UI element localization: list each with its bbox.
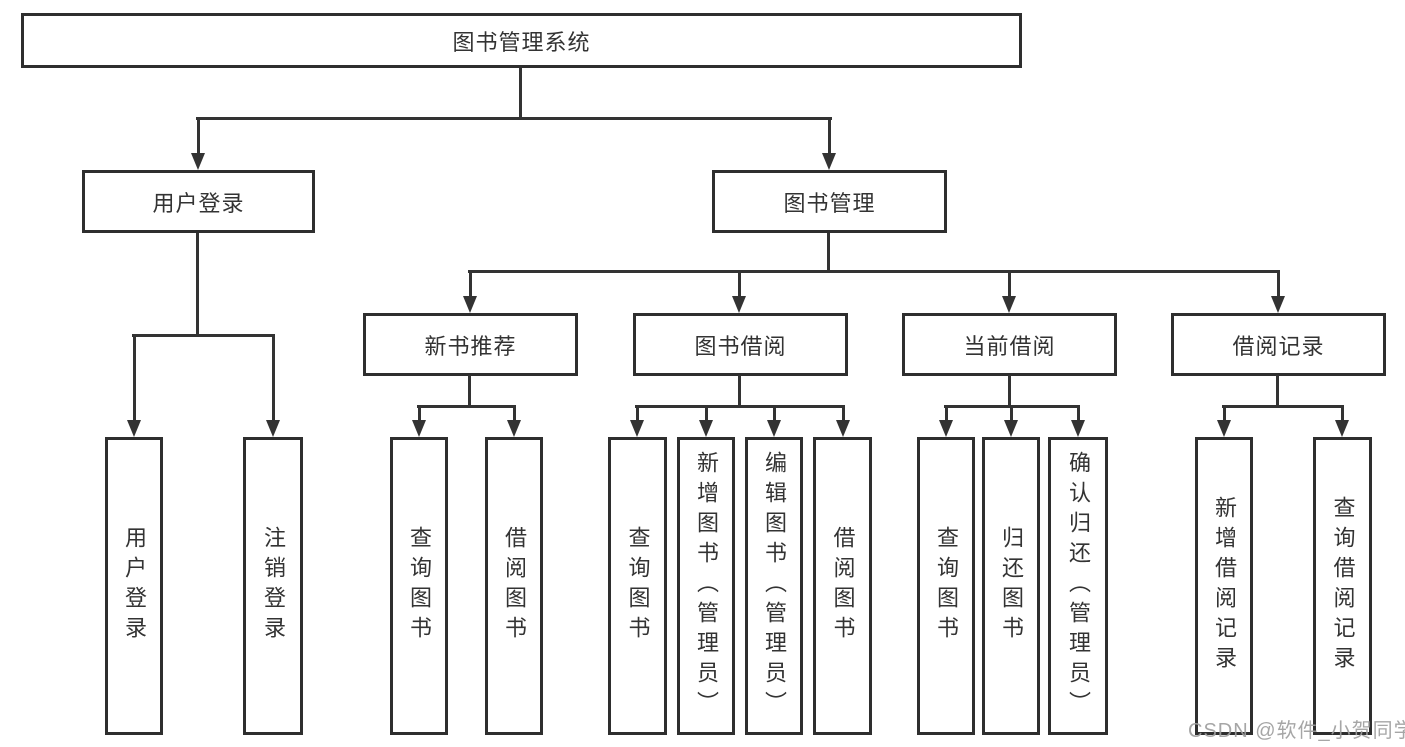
line-segment [196,117,832,120]
leaf-add-borrow-record: 新增借阅记录 [1195,437,1253,735]
line-segment [272,334,275,422]
line-segment [1223,405,1226,423]
line-segment [1077,405,1080,423]
arrowhead-down-icon [266,420,280,437]
leaf-query-borrow-record: 查询借阅记录 [1313,437,1372,735]
line-segment [636,405,639,423]
leaf-return-book-label: 归还图书 [999,526,1024,646]
line-segment [827,233,830,273]
arrowhead-down-icon [822,153,836,170]
arrowhead-down-icon [127,420,141,437]
leaf-query-books-1-label: 查询图书 [407,526,432,646]
arrowhead-down-icon [630,420,644,437]
leaf-query-borrow-record-label: 查询借阅记录 [1330,496,1356,676]
leaf-edit-book-admin: 编辑图书（管理员） [745,437,803,735]
arrowhead-down-icon [1071,420,1085,437]
leaf-user-login: 用户登录 [105,437,163,735]
arrowhead-down-icon [463,296,477,313]
line-segment [738,375,741,408]
line-segment [1008,375,1011,408]
arrowhead-down-icon [1271,296,1285,313]
line-segment [635,405,845,408]
node-borrow-records: 借阅记录 [1171,313,1386,376]
node-user-login-group: 用户登录 [82,170,315,233]
line-segment [417,405,516,408]
leaf-confirm-return-admin-label: 确认归还（管理员） [1066,451,1091,721]
node-new-book-recommend: 新书推荐 [363,313,578,376]
line-segment [1277,270,1280,298]
line-segment [1276,375,1279,408]
line-segment [1010,405,1013,423]
line-segment [468,270,1280,273]
line-segment [842,405,845,423]
line-segment [196,233,199,337]
arrowhead-down-icon [699,420,713,437]
line-segment [738,270,741,298]
arrowhead-down-icon [836,420,850,437]
leaf-logout-login: 注销登录 [243,437,303,735]
arrowhead-down-icon [412,420,426,437]
line-segment [132,334,275,337]
line-segment [513,405,516,423]
node-library-system-root: 图书管理系统 [21,13,1022,68]
line-segment [1008,270,1011,298]
line-segment [773,405,776,423]
node-book-management: 图书管理 [712,170,947,233]
leaf-add-book-admin-label: 新增图书（管理员） [694,451,719,721]
arrowhead-down-icon [732,296,746,313]
arrowhead-down-icon [939,420,953,437]
arrowhead-down-icon [1004,420,1018,437]
line-segment [197,117,200,155]
arrowhead-down-icon [507,420,521,437]
line-segment [828,117,831,155]
line-segment [945,405,948,423]
arrowhead-down-icon [1002,296,1016,313]
line-segment [519,68,522,119]
leaf-user-login-label: 用户登录 [122,526,147,646]
line-segment [418,405,421,423]
line-segment [469,270,472,298]
leaf-borrow-books-2: 借阅图书 [813,437,872,735]
leaf-query-books-2-label: 查询图书 [625,526,651,646]
arrowhead-down-icon [767,420,781,437]
leaf-query-books-1: 查询图书 [390,437,448,735]
arrowhead-down-icon [1217,420,1231,437]
leaf-confirm-return-admin: 确认归还（管理员） [1048,437,1108,735]
line-segment [133,334,136,422]
leaf-borrow-books-2-label: 借阅图书 [830,526,856,646]
arrowhead-down-icon [191,153,205,170]
line-segment [705,405,708,423]
leaf-return-book: 归还图书 [982,437,1040,735]
leaf-borrow-books-1: 借阅图书 [485,437,543,735]
leaf-query-books-3: 查询图书 [917,437,975,735]
line-segment [1222,405,1344,408]
leaf-query-books-3-label: 查询图书 [934,526,959,646]
leaf-borrow-books-1-label: 借阅图书 [502,526,527,646]
csdn-watermark: CSDN @软件_小贺同学 [1188,720,1405,742]
arrowhead-down-icon [1335,420,1349,437]
leaf-edit-book-admin-label: 编辑图书（管理员） [762,451,787,721]
leaf-add-book-admin: 新增图书（管理员） [677,437,735,735]
line-segment [468,375,471,408]
leaf-query-books-2: 查询图书 [608,437,667,735]
line-segment [1341,405,1344,423]
node-book-borrow: 图书借阅 [633,313,848,376]
leaf-add-borrow-record-label: 新增借阅记录 [1212,496,1237,676]
node-current-borrow: 当前借阅 [902,313,1117,376]
leaf-logout-login-label: 注销登录 [261,526,286,646]
